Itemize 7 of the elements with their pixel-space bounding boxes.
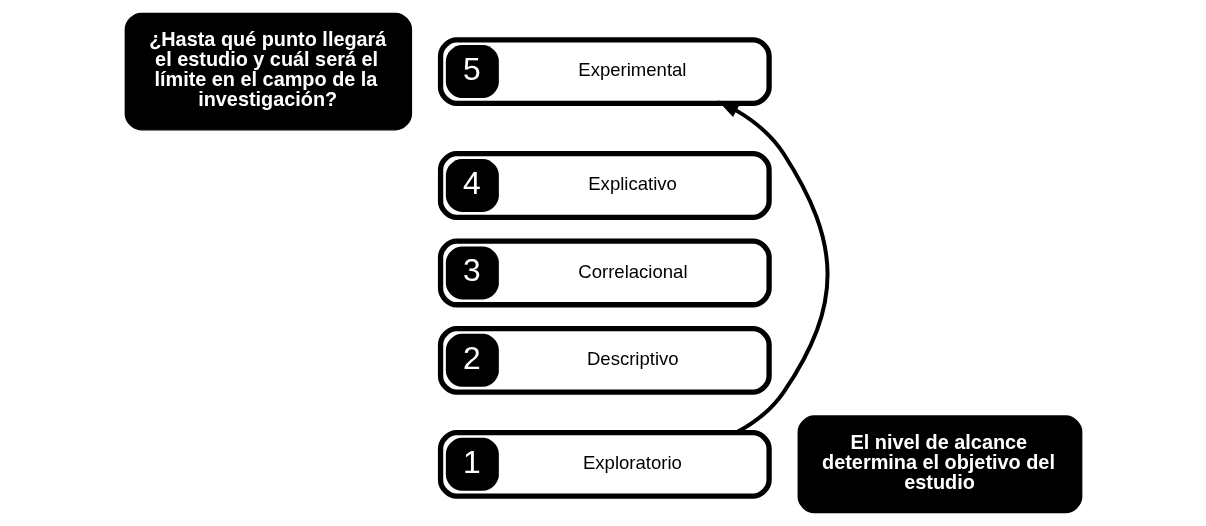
node-box: 1 Exploratorio — [437, 429, 772, 499]
node-box: 2 Descriptivo — [437, 325, 772, 395]
node-box: El nivel de alcance determina el objetivo del estudio — [797, 415, 1082, 514]
node-box: 3 Correlacional — [437, 238, 772, 308]
node-box: ¿Hasta qué punto llegará el estudio y cuál será el límite en el campo de la investigación? — [124, 12, 412, 131]
node-box: 4 Explicativo — [437, 151, 772, 220]
node-box: 5 Experimental — [437, 37, 772, 107]
